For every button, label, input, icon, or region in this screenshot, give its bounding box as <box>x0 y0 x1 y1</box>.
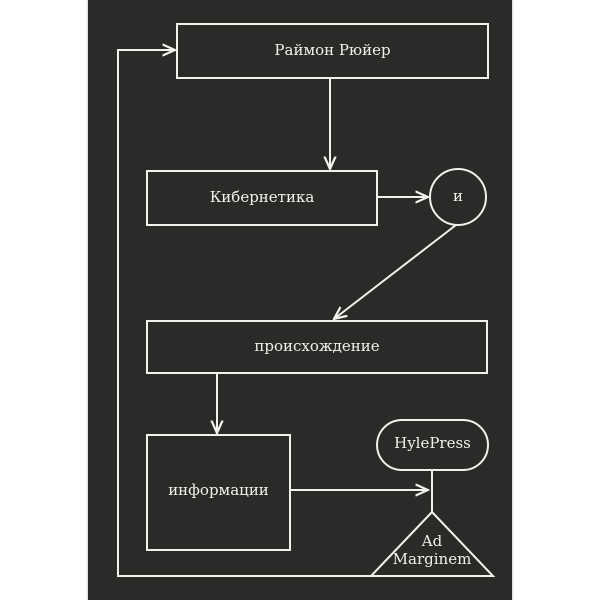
feedback-loop-arrow <box>117 50 371 577</box>
publisher-hylepress: HylePress <box>394 434 471 452</box>
book-cover <box>88 0 512 600</box>
and-circle <box>429 168 487 226</box>
author-name: Раймон Рюйер <box>274 41 391 59</box>
title-information: информации <box>168 481 269 499</box>
title-cybernetics: Кибернетика <box>209 188 315 206</box>
arrow-and-to-origin <box>334 224 457 319</box>
title-and: и <box>453 187 463 205</box>
publisher-marginem: Marginem <box>392 550 472 568</box>
publisher-ad: Ad <box>421 532 443 550</box>
title-origin: происхождение <box>254 337 380 355</box>
author-box <box>176 23 489 79</box>
information-box <box>146 434 291 551</box>
ad-marginem-triangle <box>368 510 496 577</box>
origin-box <box>146 320 488 374</box>
